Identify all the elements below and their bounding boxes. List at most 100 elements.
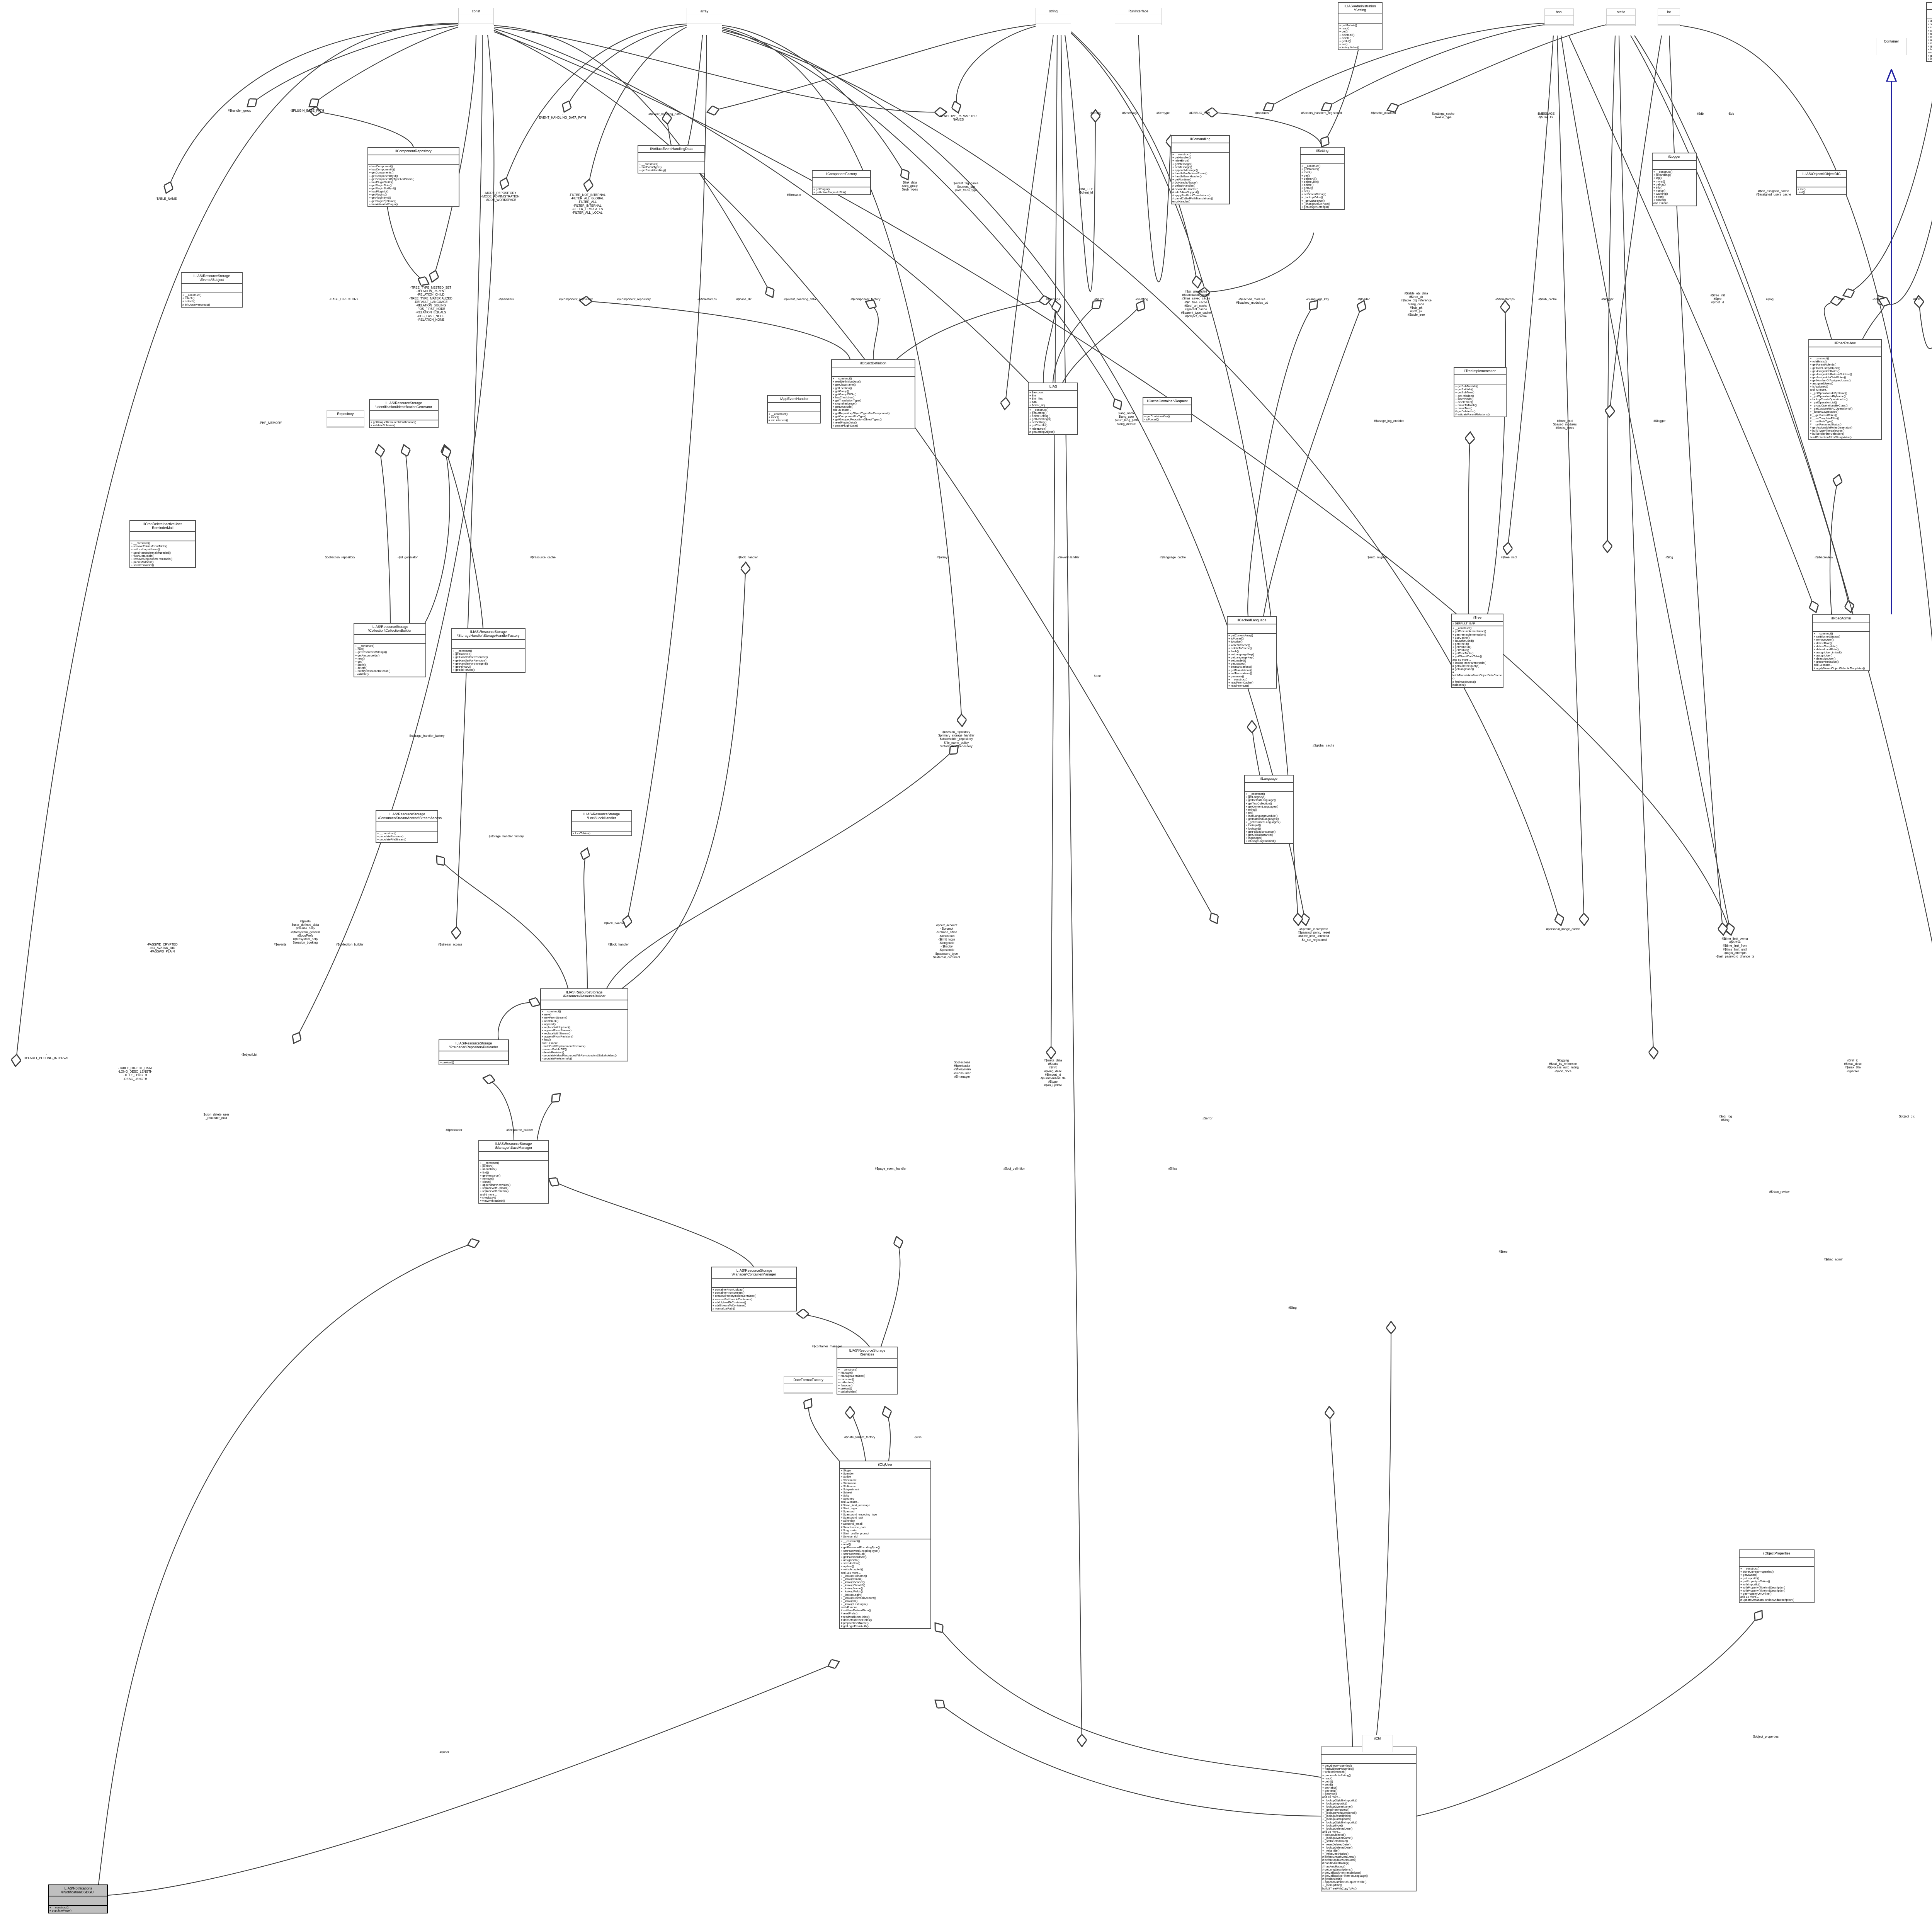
uml-class-node[interactable]: Repository [327,410,364,428]
uml-class-node[interactable]: ilCacheContainer\Request+ getContainerKe… [1143,397,1192,423]
operation-row: + dump() [1653,179,1665,183]
uml-class-node[interactable]: ILIAS\ResourceStorage \Lock\LockHandler+… [571,810,632,837]
uml-class-node[interactable]: ILIAS\ResourceStorage \StorageHandler\St… [451,628,526,673]
uml-class-node[interactable]: ILIAS\Administration \Setting+ getModule… [1338,2,1383,51]
operation-row: + getRelation() [1455,394,1474,398]
operation-row: + _isRBACOperation() [1810,410,1838,414]
uml-class-node[interactable]: ilLanguage+ __construct()+ getLangKey()+… [1244,775,1294,844]
uml-class-node[interactable]: ILIAS+ $account+ $ini+ $ini_ilias+ $db+ … [1028,383,1078,435]
operation-row: + getNumberOfAssignedUsers() [1810,379,1851,383]
operation-row: + replaceWithUpload() [542,1025,570,1029]
uml-class-node[interactable]: ilSetting+ __construct()+ getModule()+ r… [1300,147,1345,210]
uml-class-node[interactable]: ILIAS\ResourceStorage \Manager\Container… [711,1267,797,1312]
uml-class-node[interactable]: ilObjectDefinition+ __construct()+ readD… [831,359,915,429]
operation-row: + containerFromUpload() [713,1288,745,1292]
class-attributes [572,821,631,831]
attribute-row: # $inactivation_date [841,1525,866,1529]
edge-label: #$be_assigned_cache #$assigned_users_cac… [1756,189,1791,197]
uml-class-node[interactable]: ilLogger+ __construct()+ isHandling()+ l… [1652,153,1697,206]
uml-class-node[interactable]: ilObject+ getObjectProperties()+ flushOb… [1321,1747,1417,1891]
uml-class-node[interactable]: ILIAS\Notifications \ilNotificationOSDGU… [48,1884,108,1914]
uml-class-node[interactable]: ilRbacReview+ __construct()+ roleExists(… [1808,339,1882,440]
operation-row: + getPasswordSalt() [841,1555,867,1559]
operation-row: + deleteSetting() [1029,414,1051,418]
uml-class-node[interactable]: ilAppEventHandler+ __construct()+ raise(… [767,395,821,423]
class-operations: + __construct()+ new()+ newFromStream()+… [541,1009,628,1061]
uml-class-node[interactable]: ilDBInterface+ doesCollationSupportMB4St… [1926,2,1932,62]
class-operations [1036,24,1071,25]
operation-row: + getAssignableRolesInSubtree() [1810,372,1852,376]
operation-row: buildJoin() [1452,683,1466,687]
uml-class-node[interactable]: ilTreeImplementation+ getSubTreeIds()+ g… [1454,367,1507,418]
uml-class-node[interactable]: ILIAS\ResourceStorage \Collection\Collec… [354,623,426,677]
edge-label: #$ilng [1288,1306,1297,1310]
uml-class-node[interactable]: ilComponentFactory+ getPlugin()+ getActi… [812,170,871,196]
operation-row: + moveTree() [1455,406,1473,410]
uml-class-node[interactable]: ilTree# DEFAULT_GAP+ __construct()+ getT… [1451,614,1503,688]
uml-class-node[interactable]: ILIAS\ResourceStorage \Identification\Id… [369,399,439,429]
class-name: Repository [337,412,354,416]
operation-row: # fetchNodeData() [1452,680,1476,684]
edge-label: -$irss [914,1435,922,1439]
uml-class-node[interactable]: ilComponentRepository+ hasComponent()+ h… [367,147,459,207]
uml-class-node[interactable]: DateFormatFactory [784,1376,833,1394]
attribute-row: + $city [841,1494,849,1498]
operation-row: # defaultHandler() [1172,184,1196,188]
operation-row: # buildTypeFilterSelection() [1810,429,1845,433]
uml-class-node[interactable]: ILIAS\ResourceStorage \Services+ __const… [837,1347,898,1395]
operation-row: + getTextCollection() [1246,801,1272,805]
uml-class-node[interactable]: ilCachedLanguage+ getCurrentArray()+ isF… [1227,616,1277,689]
operation-row: + getTreeId() [1452,642,1469,646]
operation-row: + new() [355,656,365,660]
class-operations: + getCurrentArray()+ isForced()+ isActiv… [1228,633,1276,688]
operation-row: + __construct() [833,377,852,381]
operation-row: + getImportId() [1740,1576,1759,1580]
class-attributes [368,155,459,164]
edge-label: #$loaded [1357,298,1371,301]
uml-class-node[interactable]: ilCronDeleteInactiveUser ReminderMail+ _… [129,520,196,568]
edge-label: #$db [1872,298,1879,301]
class-attributes [712,1278,796,1287]
uml-class-node[interactable]: ILIAS\ResourceStorage \Events\Subject+ _… [181,272,243,308]
uml-class-node[interactable]: ILIAS\ResourceStorage \Consumer\StreamAc… [376,810,442,843]
operation-row: + setLoaded() [1228,659,1246,663]
uml-class-node[interactable]: ILIAS\ResourceStorage \Manager\BaseManag… [478,1140,549,1204]
operation-row: + getParentRoleIds() [1810,363,1837,367]
operation-row: + handleErrorHandler() [1172,175,1202,179]
class-name: ILIAS\ResourceStorage \Lock\LockHandler [583,812,620,820]
uml-class-node[interactable]: Container [1876,38,1907,56]
edge-label: $object_dic [1899,1115,1915,1118]
uml-class-node[interactable]: static [1606,9,1636,26]
uml-class-node[interactable]: ilRbacAdmin+ __construct()+ setBlockedSt… [1812,614,1870,671]
operation-row: + getHandlerForResource() [453,655,488,659]
uml-class-node[interactable]: ILIAS\ResourceStorage \Resource\Resource… [540,988,628,1062]
operation-row: + dic() [1798,187,1806,191]
uml-class-node[interactable]: ilCtrl [1362,1735,1393,1753]
uml-class-node[interactable]: array [687,8,722,26]
uml-class-node[interactable]: ILIAS\ResourceStorage \Preloader\Reposit… [439,1039,509,1066]
operation-row: + _getCustomRBACOperationId() [1810,407,1853,411]
edge-label: $collection_repository [325,556,355,559]
uml-class-node[interactable]: ilObjUser+ $login+ $gender+ $utitle+ $fi… [839,1461,931,1629]
attribute-row: + $utitle [841,1475,851,1479]
edge-label: #$container_manager [812,1345,842,1348]
uml-class-node[interactable]: bool [1544,9,1574,26]
operation-row: + deleteAll() [1339,33,1355,37]
class-name: ilComandling [1190,137,1211,141]
uml-class-node[interactable]: ilObjectProperties+ __construct()+ store… [1739,1549,1815,1603]
class-operations: + containerFromUpload()+ containerFromSt… [712,1287,796,1311]
uml-class-node[interactable]: string [1036,8,1071,26]
operation-row: + _lookupTitle() [1322,1883,1342,1887]
operation-row: + getEventHandling() [639,168,666,172]
uml-class-node[interactable]: ilComandling+ __construct()+ getHandler(… [1171,135,1230,205]
operation-row: + withImportId() [1740,1582,1760,1586]
edge-label: #$component_repository [616,298,651,301]
class-attributes: # DEFAULT_GAP [1452,621,1503,626]
uml-class-node[interactable]: ILIAS\Object\ilObjectDIC+ dic()- init() [1796,170,1847,196]
operation-row: + getPluginSlots() [369,183,392,187]
uml-class-node[interactable]: ilArtifactEventHandlingData+ __construct… [638,145,705,173]
operation-row: + createTable() [1928,35,1932,39]
uml-class-node[interactable]: RunInterface [1115,8,1162,26]
uml-class-node[interactable]: int [1658,9,1680,26]
uml-class-node[interactable]: const [458,8,494,26]
